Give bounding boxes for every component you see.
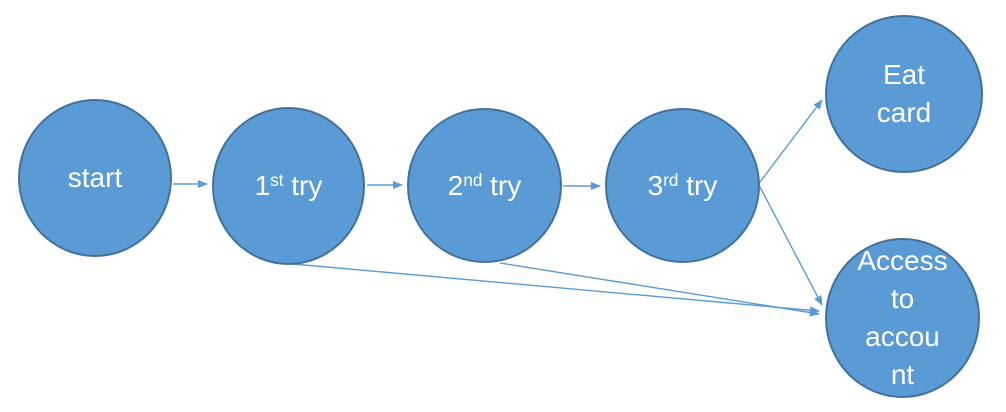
node-first-try-base: 1 (254, 170, 271, 201)
node-third-try-ordinal: rd (663, 170, 679, 190)
node-third-try-rest: try (678, 169, 718, 201)
edge-try1-to-access (292, 263, 820, 315)
edge-try3-to-access (759, 186, 823, 306)
node-start: start (18, 99, 172, 257)
node-access-line4: nt (890, 359, 915, 390)
node-access-to-account: Access to accou nt (825, 238, 980, 398)
node-start-text: start (67, 162, 123, 193)
node-access-line3: accou (865, 321, 940, 352)
node-first-try-ordinal: st (270, 171, 284, 191)
node-second-try-ordinal: nd (463, 170, 483, 190)
node-third-try-label: 3rd try (607, 167, 758, 205)
node-eat-card-label: Eat card (827, 56, 981, 132)
node-second-try-label: 2nd try (409, 167, 560, 205)
node-access-line2: to (890, 283, 915, 314)
node-first-try: 1st try (212, 107, 365, 265)
node-third-try: 3rd try (605, 108, 760, 263)
node-first-try-label: 1st try (214, 167, 363, 205)
node-third-try-base: 3 (647, 169, 664, 201)
node-access-label: Access to accou nt (827, 242, 978, 394)
node-second-try-base: 2 (447, 169, 464, 201)
edge-try3-to-eat-card (759, 99, 823, 183)
node-start-label: start (20, 159, 170, 197)
node-second-try-rest: try (482, 169, 522, 201)
node-eat-card-line2: card (876, 97, 932, 128)
node-first-try-rest: try (283, 170, 323, 201)
node-eat-card-line1: Eat (882, 59, 926, 90)
node-eat-card: Eat card (825, 15, 983, 173)
node-second-try: 2nd try (407, 108, 562, 263)
node-access-line1: Access (857, 245, 948, 276)
edge-try2-to-access (499, 262, 820, 317)
